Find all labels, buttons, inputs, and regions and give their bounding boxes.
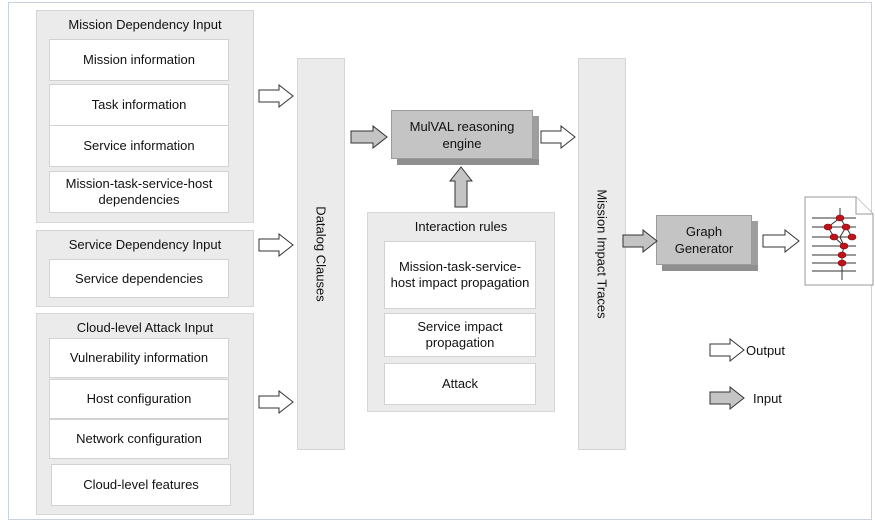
output-arrow-icon <box>540 125 576 149</box>
mission-task-service-host-impact-propagation-cell: Mission-task-service-host impact propaga… <box>384 241 536 309</box>
attack-input-title: Cloud-level Attack Input <box>76 320 214 335</box>
datalog-clauses-label: Datalog Clauses <box>313 206 329 302</box>
legend-input-label: Input <box>753 391 782 406</box>
host-configuration-cell: Host configuration <box>49 379 229 419</box>
output-arrow-icon <box>258 233 294 257</box>
mission-task-service-host-dependencies-cell: Mission-task-service-host dependencies <box>49 171 229 213</box>
graph-generator-label: Graph Generator <box>656 215 752 265</box>
cloud-level-features-cell: Cloud-level features <box>51 464 231 506</box>
interaction-rules-title: Interaction rules <box>414 219 508 234</box>
vulnerability-information-cell: Vulnerability information <box>49 338 229 378</box>
graph-generator-bottom <box>662 265 758 271</box>
mulval-engine-bottom <box>397 159 539 165</box>
mulval-engine-label: MulVAL reasoning engine <box>391 110 533 159</box>
mission-dependency-group: Mission Dependency Input Mission informa… <box>36 10 254 223</box>
service-dependencies-cell: Service dependencies <box>49 259 229 298</box>
attack-input-group: Cloud-level Attack Input Vulnerability i… <box>36 313 254 515</box>
attack-cell: Attack <box>384 363 536 405</box>
mulval-engine-box: MulVAL reasoning engine <box>391 110 539 165</box>
task-information-cell: Task information <box>49 84 229 126</box>
network-configuration-cell: Network configuration <box>49 419 229 459</box>
service-dependency-group: Service Dependency Input Service depende… <box>36 230 254 307</box>
mission-information-cell: Mission information <box>49 39 229 81</box>
up-arrow-icon <box>449 166 473 208</box>
input-arrow-icon <box>350 125 388 149</box>
input-arrow-icon <box>622 229 658 253</box>
service-information-cell: Service information <box>49 125 229 167</box>
mulval-engine-side <box>533 116 539 165</box>
mission-impact-traces-bar: Mission Impact Traces <box>578 58 626 450</box>
mission-impact-traces-label: Mission Impact Traces <box>594 189 610 319</box>
legend-output-label: Output <box>746 343 786 358</box>
graph-generator-box: Graph Generator <box>656 215 758 271</box>
service-dependency-title: Service Dependency Input <box>68 237 222 252</box>
attack-graph-document-icon <box>804 196 874 286</box>
datalog-clauses-bar: Datalog Clauses <box>297 58 345 450</box>
legend-output-arrow-icon <box>709 338 745 362</box>
output-arrow-icon <box>258 84 294 108</box>
graph-generator-side <box>752 221 758 271</box>
output-arrow-icon <box>258 390 294 414</box>
output-arrow-icon <box>762 229 800 253</box>
interaction-rules-group: Interaction rules Mission-task-service-h… <box>367 212 555 412</box>
legend-input-arrow-icon <box>709 386 745 410</box>
mission-dependency-title: Mission Dependency Input <box>68 17 222 32</box>
service-impact-propagation-cell: Service impact propagation <box>384 313 536 357</box>
